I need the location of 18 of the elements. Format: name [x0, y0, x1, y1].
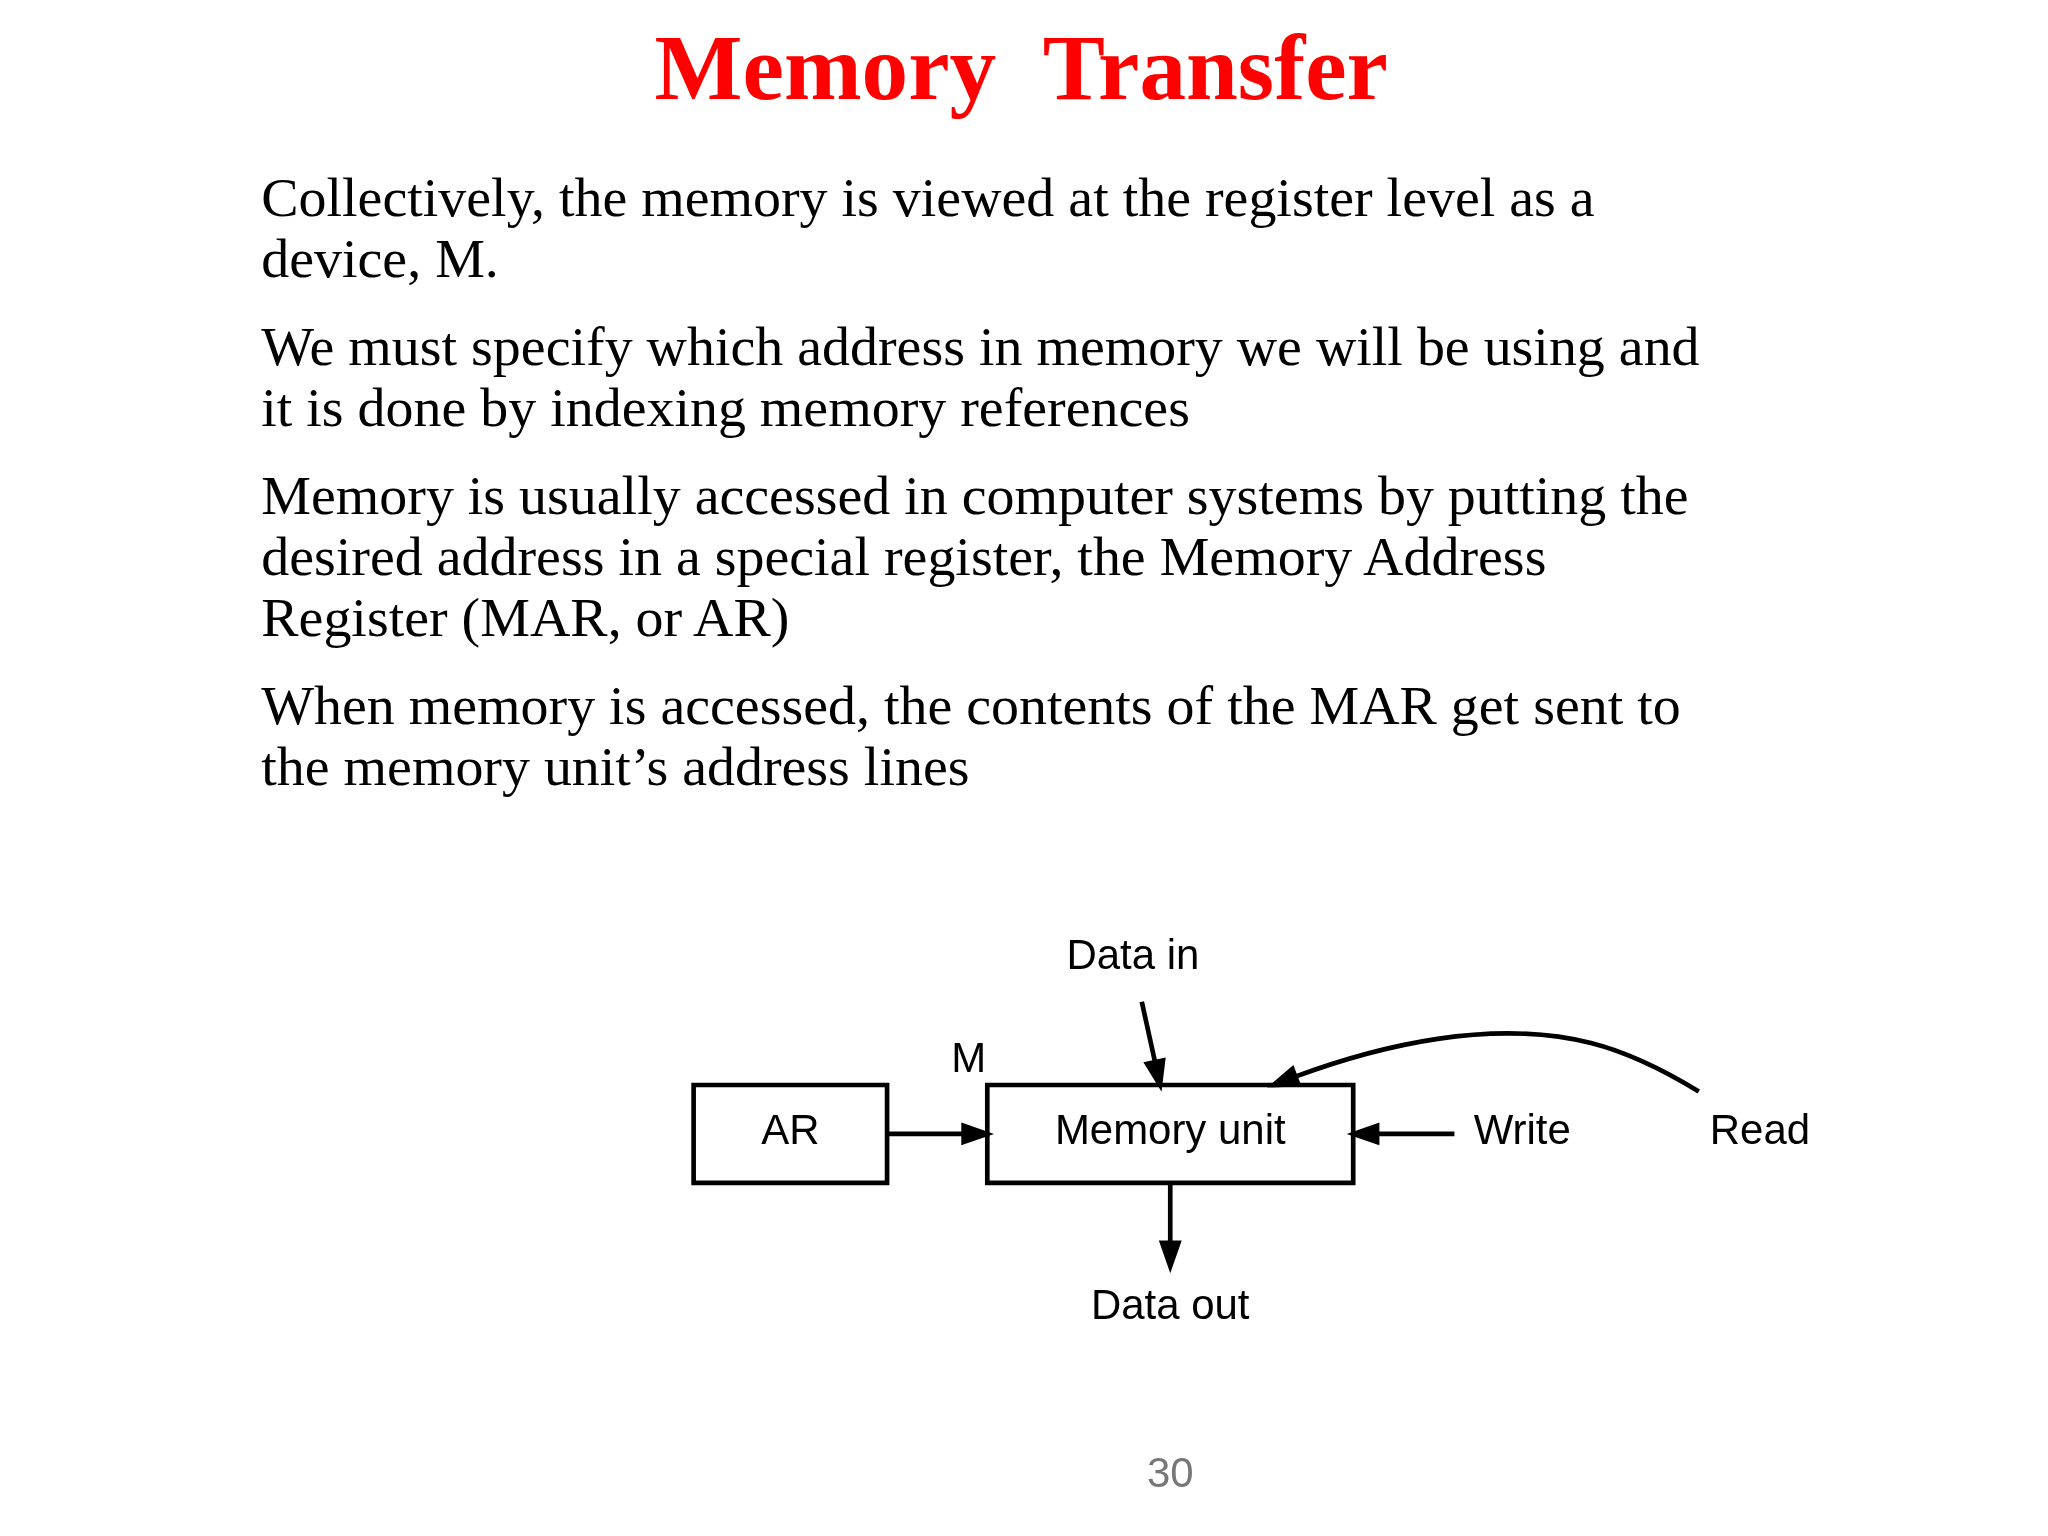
label: 30 [1146, 1448, 1194, 1496]
arrow [1346, 1122, 1455, 1146]
label: We must specify which address in memory we will be using and it is done by indexing memory references [261, 315, 1700, 438]
label: Memory is usually accessed in computer systems by putting the desired address in a special register, the Memory Address Register (MAR, or AR) [261, 464, 1689, 648]
arrow [1267, 1031, 1700, 1094]
node-text: Data out [1090, 1280, 1250, 1328]
arrow [1158, 1183, 1182, 1274]
label: When memory is accessed, the contents of the MAR get sent to the memory unit’s address lines [261, 674, 1681, 797]
node-box: AR [691, 1082, 890, 1186]
node-text: Data in [1066, 931, 1200, 979]
node-text: Read [1709, 1106, 1811, 1154]
diagram-title: Memory Transfer [654, 16, 1388, 120]
node-text: Write [1473, 1106, 1571, 1154]
label: Collectively, the memory is viewed at the register level as a device, M. [261, 166, 1595, 289]
node-box: Memory unit [984, 1082, 1356, 1186]
arrow [1139, 1001, 1166, 1092]
arrow [887, 1122, 994, 1146]
node-label: M [951, 1033, 987, 1081]
